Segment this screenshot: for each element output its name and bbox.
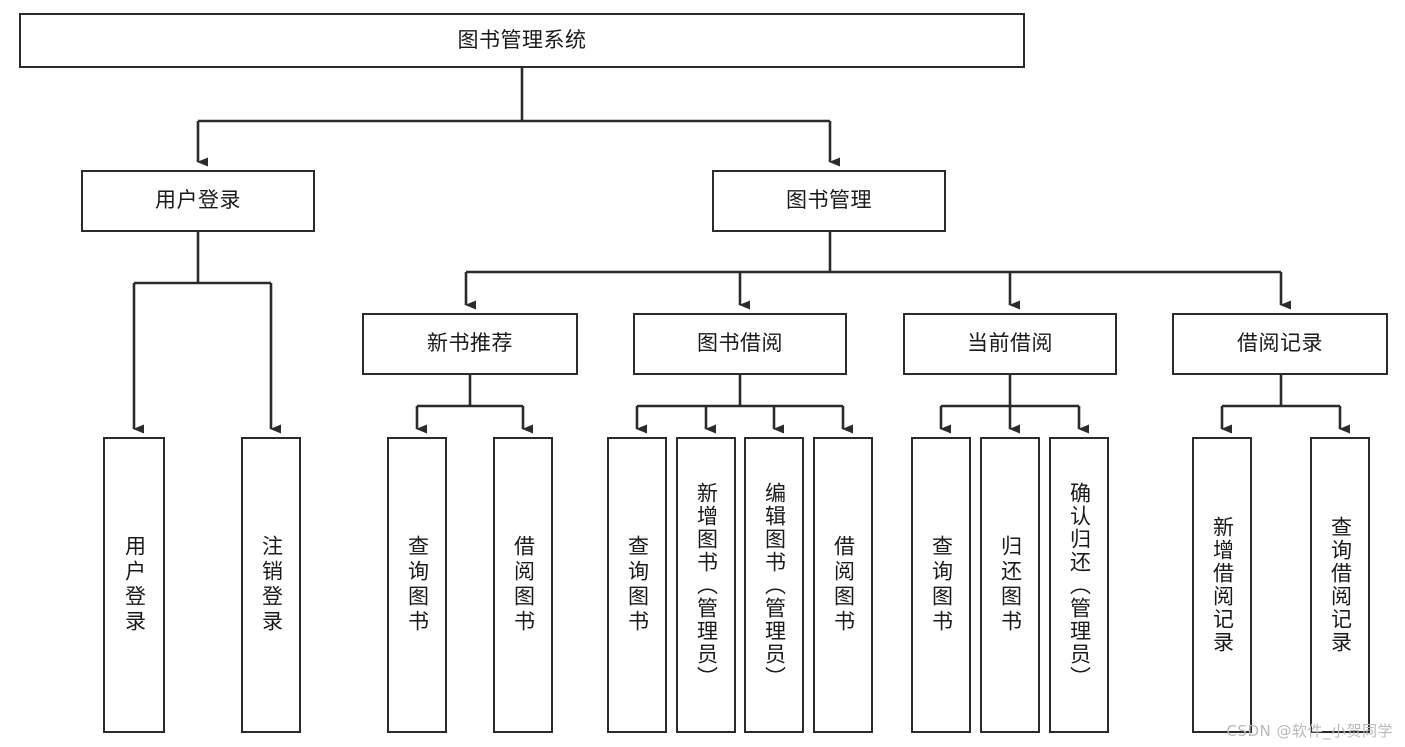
- node-root-book-management-system[interactable]: 图书管理系统: [19, 13, 1025, 68]
- node-book-management[interactable]: 图书管理: [712, 170, 946, 232]
- node-label: 新书推荐: [427, 331, 513, 356]
- node-label: 确认归还（管理员）: [1067, 481, 1092, 689]
- leaf-user-login[interactable]: 用户登录: [103, 437, 165, 733]
- node-label: 查询图书: [405, 535, 430, 635]
- node-label: 用户登录: [155, 188, 241, 213]
- node-label: 查询图书: [625, 535, 650, 635]
- watermark-text: CSDN @软件_小贺同学: [1226, 722, 1393, 740]
- node-label: 借阅图书: [511, 535, 536, 635]
- node-label: 图书管理系统: [457, 27, 587, 52]
- leaf-query-borrow-record[interactable]: 查询借阅记录: [1310, 437, 1370, 733]
- leaf-add-borrow-record[interactable]: 新增借阅记录: [1192, 437, 1252, 733]
- leaf-edit-book-admin[interactable]: 编辑图书（管理员）: [744, 437, 804, 733]
- leaf-logout[interactable]: 注销登录: [241, 437, 301, 733]
- node-label: 新增借阅记录: [1210, 516, 1235, 654]
- node-label: 归还图书: [998, 535, 1023, 635]
- node-current-borrowing[interactable]: 当前借阅: [903, 313, 1117, 375]
- node-label: 借阅记录: [1237, 331, 1323, 356]
- node-borrowing-record[interactable]: 借阅记录: [1172, 313, 1388, 375]
- leaf-query-books-newbook[interactable]: 查询图书: [387, 437, 447, 733]
- leaf-borrow-books-newbook[interactable]: 借阅图书: [493, 437, 553, 733]
- node-label: 图书借阅: [697, 331, 783, 356]
- leaf-return-book[interactable]: 归还图书: [980, 437, 1040, 733]
- node-new-book-recommendation[interactable]: 新书推荐: [362, 313, 578, 375]
- node-label: 当前借阅: [967, 331, 1053, 356]
- node-label: 图书管理: [786, 188, 872, 213]
- node-label: 借阅图书: [831, 535, 856, 635]
- node-label: 编辑图书（管理员）: [762, 481, 787, 689]
- leaf-lend-book[interactable]: 借阅图书: [813, 437, 873, 733]
- node-label: 新增图书（管理员）: [694, 481, 719, 689]
- node-user-login[interactable]: 用户登录: [81, 170, 315, 232]
- leaf-add-book-admin[interactable]: 新增图书（管理员）: [676, 437, 736, 733]
- node-label: 查询图书: [929, 535, 954, 635]
- node-label: 查询借阅记录: [1328, 516, 1353, 654]
- leaf-query-books-current[interactable]: 查询图书: [911, 437, 971, 733]
- node-label: 注销登录: [259, 535, 284, 635]
- node-label: 用户登录: [122, 535, 147, 635]
- leaf-query-books-borrow[interactable]: 查询图书: [607, 437, 667, 733]
- leaf-confirm-return-admin[interactable]: 确认归还（管理员）: [1049, 437, 1109, 733]
- node-book-borrowing[interactable]: 图书借阅: [633, 313, 847, 375]
